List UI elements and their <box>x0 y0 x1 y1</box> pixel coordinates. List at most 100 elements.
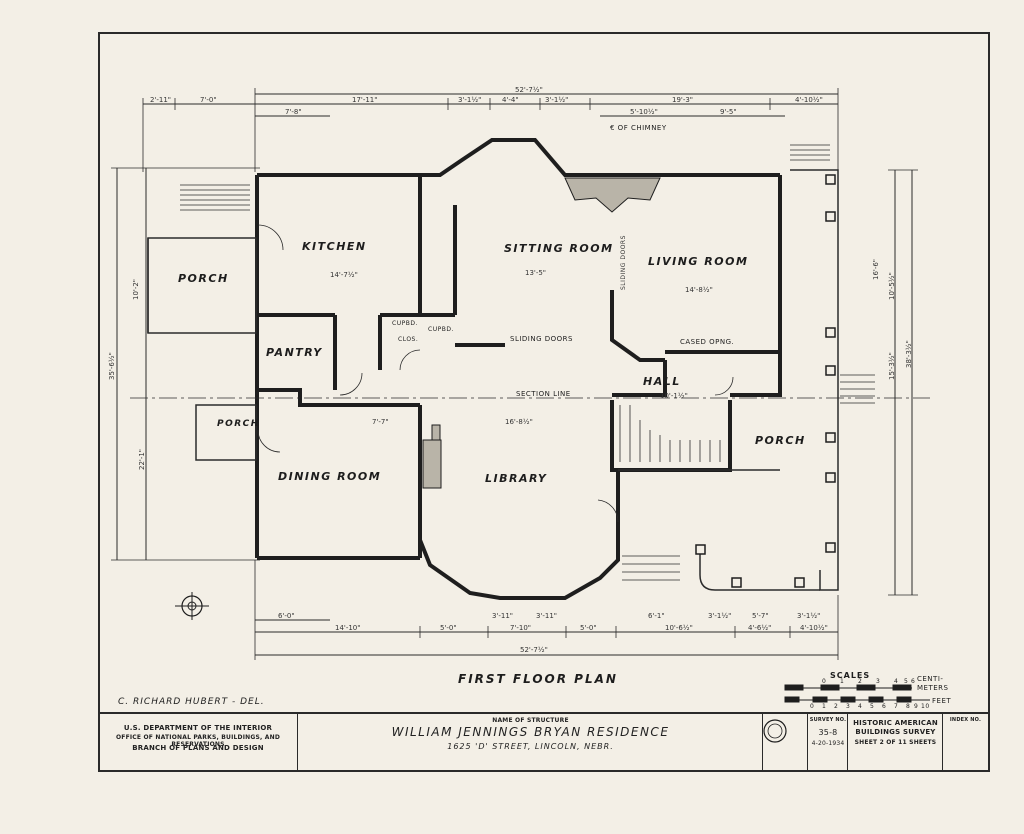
east-porch-curve <box>699 545 820 591</box>
ft-tick-3: 3 <box>846 703 851 710</box>
room-porch-small: PORCH <box>217 419 260 429</box>
scale-metric-1: CENTI- <box>917 675 944 683</box>
room-dining-room: DINING ROOM <box>278 470 382 483</box>
chimney-label: € OF CHIMNEY <box>610 124 667 132</box>
title-block-dept: U.S. DEPARTMENT OF THE INTERIOR OFFICE O… <box>98 714 298 772</box>
dim-right-total: 38'-3½" <box>905 340 913 368</box>
ft-tick-9: 9 <box>914 703 919 710</box>
stair-east <box>840 374 875 404</box>
library-chimney-flue <box>431 424 441 441</box>
west-porch-outline <box>147 237 257 334</box>
dim-hall-10: 10'-1½" <box>660 392 688 400</box>
title-block-index: INDEX NO. <box>943 714 988 772</box>
sliding-doors-vertical-label: SLIDING DOORS <box>620 235 627 290</box>
dim-left-porch: 10'-2" <box>132 278 140 300</box>
cm-tick-5: 5 <box>904 678 909 685</box>
stair-hall <box>619 405 721 462</box>
dim-top-6: 3'-1½" <box>545 96 569 104</box>
title-block-seal <box>763 714 808 772</box>
kitchen-sitting-wall <box>418 175 455 317</box>
cm-tick-6: 6 <box>911 678 916 685</box>
survey-label: SURVEY NO. <box>809 717 847 723</box>
cm-tick-1: 1 <box>840 678 845 685</box>
ft-tick-5: 5 <box>870 703 875 710</box>
north-wall <box>257 138 780 177</box>
hall-wall <box>612 360 667 397</box>
stair-south <box>622 555 680 581</box>
library-bay-wall <box>418 470 620 600</box>
habs-line-2: BUILDINGS SURVEY <box>855 728 936 736</box>
library-chimney <box>422 439 442 489</box>
cm-tick-0: 0 <box>822 678 827 685</box>
dim-bottom-5: 5'-0" <box>580 624 597 632</box>
dim-right-16: 16'-6" <box>872 258 880 280</box>
plan-title: FIRST FLOOR PLAN <box>458 672 618 686</box>
structure-address: 1625 'D' STREET, LINCOLN, NEBR. <box>447 742 614 751</box>
survey-number: 35-8 <box>818 728 838 737</box>
title-block: U.S. DEPARTMENT OF THE INTERIOR OFFICE O… <box>98 712 990 772</box>
dim-overall-top: 52'-7½" <box>515 86 543 94</box>
room-hall: HALL <box>643 375 681 388</box>
structure-name: WILLIAM JENNINGS BRYAN RESIDENCE <box>391 725 670 739</box>
room-pantry: PANTRY <box>266 346 323 359</box>
dept-line-3: BRANCH OF PLANS AND DESIGN <box>132 744 264 752</box>
delineator: C. RICHARD HUBERT - DEL. <box>118 697 265 707</box>
stair-west <box>180 184 250 211</box>
room-sitting-room: SITTING ROOM <box>504 242 614 255</box>
cm-tick-4: 4 <box>894 678 899 685</box>
dim-top-5: 4'-4" <box>502 96 519 104</box>
ft-tick-4: 4 <box>858 703 863 710</box>
dim-right-15: 15'-3½" <box>888 352 896 380</box>
title-block-survey: SURVEY NO. 35-8 4-20-1934 <box>808 714 848 772</box>
dim-bottom-8: 4'-10½" <box>800 624 828 632</box>
dim-top-4: 3'-1½" <box>458 96 482 104</box>
dim-bottom-12: 3'-1½" <box>708 612 732 620</box>
sheet-number: SHEET 2 OF 11 SHEETS <box>854 739 937 746</box>
dim-bottom-4: 7'-10" <box>510 624 532 632</box>
structure-name-label: NAME OF STRUCTURE <box>492 717 569 724</box>
ft-tick-7: 7 <box>894 703 899 710</box>
ft-tick-10: 10 <box>921 703 930 710</box>
dim-top-8: 4'-10½" <box>795 96 823 104</box>
habs-seal <box>763 719 787 743</box>
dim-bottom-3: 5'-0" <box>440 624 457 632</box>
dim-bottom-13: 5'-7" <box>752 612 769 620</box>
sliding-doors-label: SLIDING DOORS <box>510 335 573 343</box>
dim-overall-bottom: 52'-7½" <box>520 646 548 654</box>
room-living-room: LIVING ROOM <box>648 255 749 268</box>
dim-chimney-2: 9'-5" <box>720 108 737 116</box>
dim-bottom-6: 10'-6½" <box>665 624 693 632</box>
dim-bottom-9: 3'-11" <box>492 612 514 620</box>
cupboard-label-2: CUPBD. <box>428 326 454 333</box>
dim-bottom-1: 6'-0" <box>278 612 295 620</box>
scale-metric-2: METERS <box>917 684 949 692</box>
dept-line-2: OFFICE OF NATIONAL PARKS, BUILDINGS, AND… <box>115 734 281 748</box>
closet-label: CLOS. <box>398 336 419 343</box>
dim-top-1: 2'-11" <box>150 96 172 104</box>
ft-tick-6: 6 <box>882 703 887 710</box>
dim-top-7: 19'-3" <box>672 96 694 104</box>
north-arrow <box>175 592 209 620</box>
dim-left-total: 35'-6½" <box>108 352 116 380</box>
title-block-habs: HISTORIC AMERICAN BUILDINGS SURVEY SHEET… <box>848 714 943 772</box>
dim-bottom-10: 3'-11" <box>536 612 558 620</box>
section-line-label: SECTION LINE <box>516 390 571 398</box>
cm-tick-3: 3 <box>876 678 881 685</box>
dim-sitting-13: 13'-5" <box>525 269 547 277</box>
dim-top-2: 7'-0" <box>200 96 217 104</box>
cased-opening-label: CASED OPNG. <box>680 338 735 346</box>
dept-line-1: U.S. DEPARTMENT OF THE INTERIOR <box>123 724 273 732</box>
room-library: LIBRARY <box>485 472 548 485</box>
dim-right-10: 10'-5½" <box>888 272 896 300</box>
dim-dining-7: 7'-7" <box>372 418 389 426</box>
east-wall <box>730 352 782 397</box>
ft-tick-1: 1 <box>822 703 827 710</box>
dim-bottom-11: 6'-1" <box>648 612 665 620</box>
room-kitchen: KITCHEN <box>302 240 367 253</box>
dim-chimney-1: 5'-10½" <box>630 108 658 116</box>
habs-line-1: HISTORIC AMERICAN <box>853 719 938 727</box>
graphic-scale <box>784 684 930 703</box>
room-porch-west: PORCH <box>178 272 229 285</box>
dim-kitchen-width: 7'-8" <box>285 108 302 116</box>
